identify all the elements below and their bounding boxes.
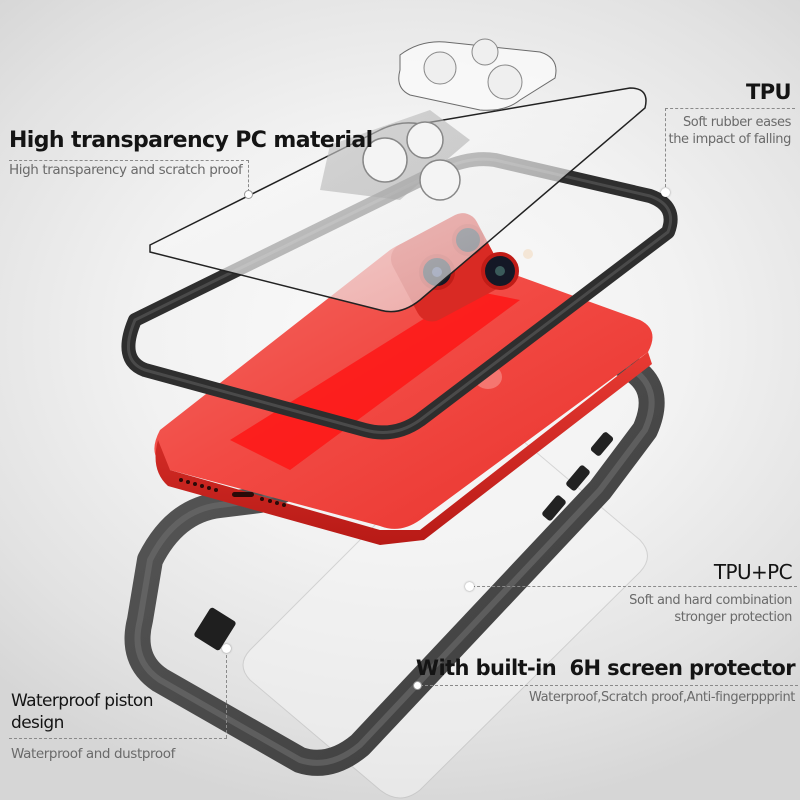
connector-pc-horizontal [9,160,249,161]
callout-tpupc-subtitle: Soft and hard combination stronger prote… [629,592,792,626]
callout-screen-protector: With built-in 6H screen protector Waterp… [415,654,796,708]
connector-pc-dot [244,190,253,199]
callout-tpu-pc: TPU+PC Soft and hard combination stronge… [629,558,792,626]
callout-piston-subtitle: Waterproof and dustproof [11,746,175,762]
connector-tpu-dot [661,188,670,197]
callout-tpupc-title: TPU+PC [713,560,793,584]
connector-tpupc [472,586,797,587]
callout-screen-subtitle: Waterproof,Scratch proof,Anti-fingerpppr… [528,690,795,705]
callout-tpu-subtitle-line-1: Soft rubber eases [682,115,791,130]
callout-pc-title: High transparency PC material [9,128,373,153]
connector-piston-vertical [226,650,227,738]
connector-tpupc-dot [465,582,474,591]
connector-screen-dot [413,681,422,690]
callout-pc-subtitle: High transparency and scratch proof [9,162,243,178]
connector-tpu-vertical [665,108,666,192]
callout-pc-material: High transparency PC material High trans… [9,126,373,180]
callout-piston: Waterproof piston design Waterproof and … [11,690,175,764]
callout-tpu-subtitle-line-2: the impact of falling [668,132,792,147]
callout-tpu: TPU Soft rubber eases the impact of fall… [668,78,792,148]
connector-piston-horizontal [9,738,227,739]
callout-tpupc-subtitle-line-1: Soft and hard combination [629,593,792,608]
callout-screen-title: With built-in 6H screen protector [415,656,796,680]
connector-tpu-horizontal [665,108,795,109]
clear-pc-back-cover [149,87,647,313]
callout-tpu-title: TPU [746,80,792,104]
callout-tpupc-subtitle-line-2: stronger protection [674,610,792,625]
callout-piston-title-line-2: design [11,713,64,733]
callout-tpu-subtitle: Soft rubber eases the impact of falling [668,114,792,148]
callout-piston-title: Waterproof piston design [11,690,175,734]
outer-grey-frame [124,340,665,776]
connector-piston-dot [222,644,231,653]
connector-pc-vertical [248,160,249,192]
top-camera-lens-cover [398,38,557,111]
callout-piston-title-line-1: Waterproof piston [11,691,153,711]
connector-screen [420,685,798,686]
